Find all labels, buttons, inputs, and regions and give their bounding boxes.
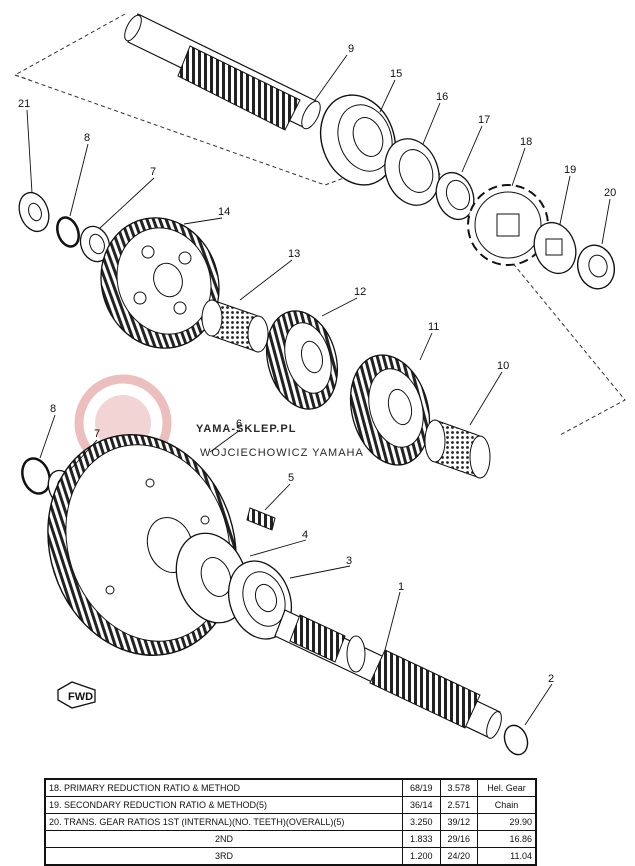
washer-21 [18, 191, 50, 233]
callout-14: 14 [218, 206, 230, 218]
row-label-text: TRANS. GEAR RATIOS 1ST (INTERNAL)(NO. TE… [63, 816, 345, 827]
watermark-subtitle: WOJCIECHOWICZ YAMAHA [200, 447, 364, 459]
table-cell: 11.04 [477, 847, 537, 866]
table-row: 18. PRIMARY REDUCTION RATIO & METHOD 68/… [44, 778, 537, 797]
table-cell: 29/16 [439, 830, 479, 848]
table-cell: 24/20 [439, 847, 479, 866]
callout-12: 12 [354, 286, 366, 298]
row-label: 18. PRIMARY REDUCTION RATIO & METHOD [44, 778, 403, 797]
callout-20: 20 [604, 187, 616, 199]
row-label-text: PRIMARY REDUCTION RATIO & METHOD [64, 782, 241, 793]
callout-numbers: 9 15 16 17 18 19 20 21 8 7 14 13 12 11 1… [18, 43, 616, 685]
table-cell: 36/14 [402, 796, 441, 814]
fwd-label: FWD [68, 691, 93, 703]
main-axle [124, 13, 321, 131]
row-number: 20. [49, 816, 62, 827]
callout-21: 21 [18, 98, 30, 110]
table-cell: 1.200 [402, 847, 441, 866]
table-cell: 16.86 [477, 830, 537, 848]
bearing-3 [228, 560, 292, 640]
callout-18: 18 [520, 136, 532, 148]
circlip-8-lower [21, 457, 51, 495]
table-row: 3RD 1.200 24/20 11.04 [44, 847, 537, 866]
callout-4: 4 [302, 529, 308, 541]
callout-8-upper: 8 [84, 132, 90, 144]
table-cell: 3.578 [439, 778, 479, 797]
bearing-7-upper [79, 225, 111, 263]
table-cell: Hel. Gear [477, 778, 537, 797]
table-cell: 68/19 [402, 778, 441, 797]
callout-7-upper: 7 [150, 166, 156, 178]
gear-14 [100, 217, 220, 349]
pin-5 [246, 507, 276, 531]
gear-11 [349, 354, 431, 466]
callout-19: 19 [564, 164, 576, 176]
row-label: 20. TRANS. GEAR RATIOS 1ST (INTERNAL)(NO… [44, 813, 403, 831]
drive-sprocket-18 [467, 184, 549, 266]
bearing-15 [319, 94, 397, 186]
circlip-8-upper [56, 216, 80, 248]
callout-7-lower: 7 [94, 428, 100, 440]
callout-13: 13 [288, 248, 300, 260]
row-number: 18. [49, 782, 62, 793]
callout-10: 10 [497, 360, 509, 372]
callout-8-lower: 8 [50, 403, 56, 415]
row-label: 3RD [44, 847, 403, 866]
table-cell: Chain [477, 796, 537, 814]
table-row: 2ND 1.833 29/16 16.86 [44, 830, 537, 848]
fwd-arrow-icon: FWD [57, 681, 96, 709]
callout-11: 11 [428, 321, 439, 333]
leader-lines [26, 54, 611, 726]
drive-axle-1 [274, 609, 502, 739]
callout-6: 6 [236, 418, 242, 430]
callout-16: 16 [436, 91, 448, 103]
gear-10 [424, 419, 491, 479]
table-row: 19. SECONDARY REDUCTION RATIO & METHOD(5… [44, 796, 537, 814]
exploded-transmission-diagram: YAMA-SKLEP.PL WOJCIECHOWICZ YAMAHA [13, 13, 626, 756]
gear-13 [201, 299, 269, 353]
cap-2 [503, 724, 529, 756]
table-cell: 1.833 [402, 830, 441, 848]
callout-17: 17 [478, 114, 490, 126]
row-number: 19. [49, 799, 62, 810]
watermark-title: YAMA-SKLEP.PL [196, 423, 296, 435]
gear-12 [266, 310, 338, 410]
table-cell: 2.571 [439, 796, 479, 814]
lock-washer-19 [533, 221, 577, 275]
row-label-text: SECONDARY REDUCTION RATIO & METHOD(5) [64, 799, 268, 810]
table-cell: 3.250 [402, 813, 441, 831]
callout-15: 15 [390, 68, 402, 80]
row-label: 19. SECONDARY REDUCTION RATIO & METHOD(5… [44, 796, 403, 814]
collar-17 [435, 171, 475, 221]
table-cell: 29.90 [477, 813, 537, 831]
callout-2: 2 [548, 673, 554, 685]
oil-seal-16 [384, 138, 440, 206]
nut-20 [577, 244, 615, 290]
table-cell: 39/12 [439, 813, 479, 831]
row-label: 2ND [44, 830, 403, 848]
table-row: 20. TRANS. GEAR RATIOS 1ST (INTERNAL)(NO… [44, 813, 537, 831]
gear-ratio-spec-table: 18. PRIMARY REDUCTION RATIO & METHOD 68/… [44, 778, 537, 866]
callout-3: 3 [346, 555, 352, 567]
callout-9: 9 [348, 43, 354, 55]
callout-1: 1 [398, 581, 404, 593]
callout-5: 5 [288, 472, 294, 484]
